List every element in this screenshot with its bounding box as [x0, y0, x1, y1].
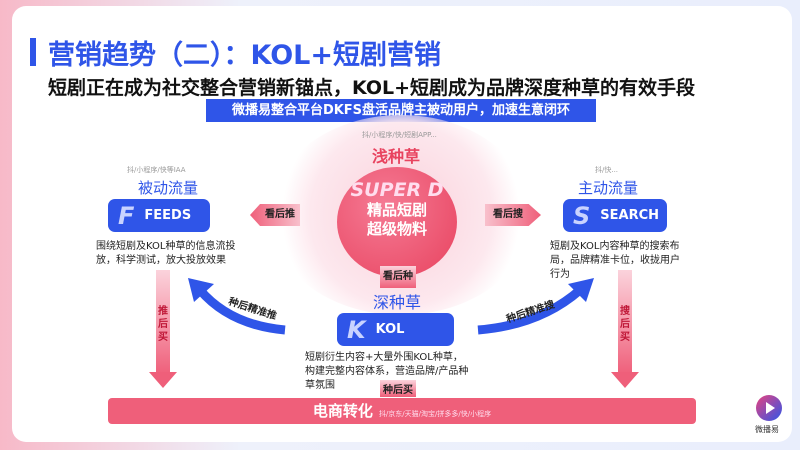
left-arrowhead-icon: [149, 372, 177, 388]
curved-arrows: [188, 278, 594, 335]
right-down-arrow: [618, 270, 632, 375]
right-heading: 主动流量: [578, 179, 639, 197]
center-heading: 浅种草: [372, 147, 421, 166]
kol-word: KOL: [375, 322, 405, 337]
ecommerce-platforms: 抖/京东/天猫/淘宝/拼多多/快/小程序: [378, 410, 492, 418]
center-down-arrow: 看后种: [380, 266, 416, 288]
banner: 微播易整合平台DKFS盘活品牌主被动用户，加速生意闭环: [206, 99, 596, 122]
center-platforms: 抖/小程序/快/短剧APP...: [362, 131, 437, 139]
super-d-circle: SUPER D 精品短剧 超级物料: [337, 167, 457, 277]
feeds-word: FEEDS: [144, 208, 192, 223]
kol-letter: K: [347, 315, 366, 344]
feeds-letter: F: [118, 201, 135, 230]
search-box: S SEARCH: [563, 199, 667, 232]
kol-heading: 深种草: [373, 293, 422, 312]
super-d-brand: SUPER D: [350, 179, 444, 201]
left-curve-arrow: [196, 286, 286, 335]
ecommerce-bar: 电商转化抖/京东/天猫/淘宝/拼多多/快/小程序: [108, 398, 696, 424]
kol-desc: 短剧衍生内容+大量外围KOL种草，构建完整内容体系，营造品牌/产品种草氛围: [305, 352, 469, 391]
left-heading: 被动流量: [138, 179, 199, 197]
left-curve-arrowhead-icon: [188, 278, 214, 302]
left-desc: 围绕短剧及KOL种草的信息流投放，科学测试，放大投放效果: [96, 241, 236, 266]
slide-subtitle: 短剧正在成为社交整合营销新锚点，KOL+短剧成为品牌深度种草的有效手段: [48, 77, 696, 99]
right-curve-arrow: [477, 286, 583, 335]
logo-text: 微播易: [755, 425, 779, 434]
kol-down-label: 种后买: [380, 380, 416, 397]
search-letter: S: [573, 201, 591, 230]
right-arrow: 看后搜: [485, 204, 541, 226]
left-arrow: 看后推: [250, 204, 300, 226]
slide-title: 营销趋势（二）：KOL+短剧营销: [48, 40, 441, 71]
search-word: SEARCH: [600, 208, 660, 223]
left-vertical-label: 推后买: [158, 306, 168, 343]
title-accent-bar: [30, 38, 36, 66]
right-vertical-label: 搜后买: [620, 306, 630, 343]
ecommerce-label: 电商转化: [312, 402, 373, 420]
kol-box: K KOL: [337, 313, 454, 346]
left-down-arrow: [156, 270, 170, 375]
right-arrowhead-icon: [611, 372, 639, 388]
right-curve-arrowhead-icon: [568, 278, 594, 302]
right-desc: 短剧及KOL内容种草的搜索布局，品牌精准卡位，收拢用户行为: [550, 241, 680, 280]
logo-play-icon: [756, 395, 782, 421]
feeds-box: F FEEDS: [108, 199, 210, 232]
right-platforms: 抖/快...: [595, 166, 619, 174]
core-line1: 精品短剧: [366, 201, 427, 219]
left-platforms: 抖/小程序/快等IAA: [127, 166, 186, 174]
core-line2: 超级物料: [366, 220, 427, 238]
